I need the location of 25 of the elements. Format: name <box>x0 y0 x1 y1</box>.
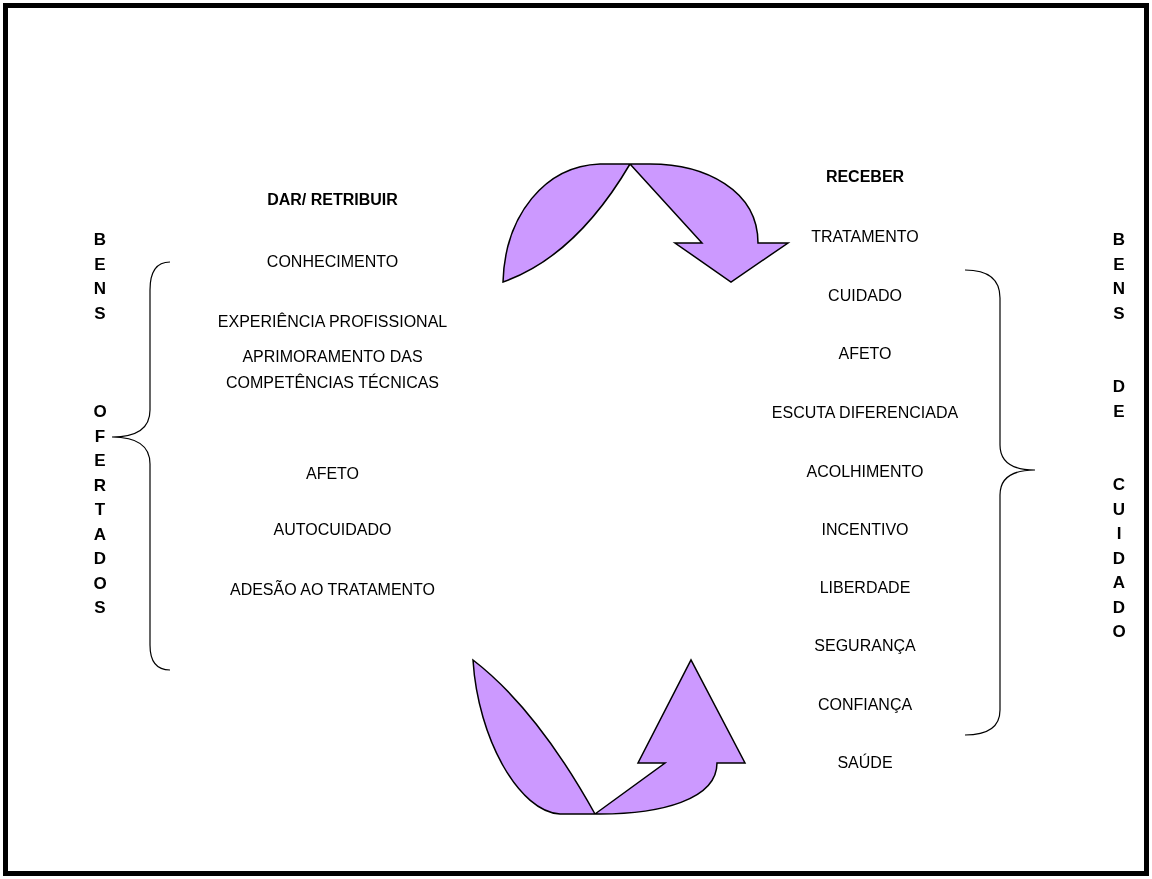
vertical-label: BENS <box>1112 229 1126 325</box>
vertical-label: CUIDADO <box>1112 474 1126 643</box>
list-item: AUTOCUIDADO <box>273 520 392 540</box>
list-item: CONFIANÇA <box>817 695 913 715</box>
list-item: ADESÃO AO TRATAMENTO <box>229 579 436 600</box>
vertical-label: BENS <box>93 229 107 325</box>
list-item: LIBERDADE <box>819 578 911 598</box>
curved-block-arrow <box>472 659 746 815</box>
list-item: APRIMORAMENTO DAS COMPETÊNCIAS TÉCNICAS <box>224 347 441 393</box>
column-heading: DAR/ RETRIBUIR <box>267 190 398 210</box>
list-item: SAÚDE <box>837 752 893 773</box>
list-item: TRATAMENTO <box>811 227 919 247</box>
list-item: EXPERIÊNCIA PROFISSIONAL <box>217 311 448 332</box>
list-item: INCENTIVO <box>821 520 909 540</box>
list-item: ESCUTA DIFERENCIADA <box>771 403 959 423</box>
list-item: CONHECIMENTO <box>266 252 399 272</box>
vertical-label: DE <box>1112 376 1126 423</box>
list-item: AFETO <box>838 344 892 364</box>
vertical-label: OFERTADOS <box>93 401 107 619</box>
list-item: AFETO <box>306 464 359 484</box>
list-item: SEGURANÇA <box>814 636 916 656</box>
curved-block-arrow <box>502 163 789 283</box>
column-heading: RECEBER <box>825 167 905 187</box>
list-item: ACOLHIMENTO <box>806 462 924 482</box>
list-item: CUIDADO <box>828 286 902 306</box>
